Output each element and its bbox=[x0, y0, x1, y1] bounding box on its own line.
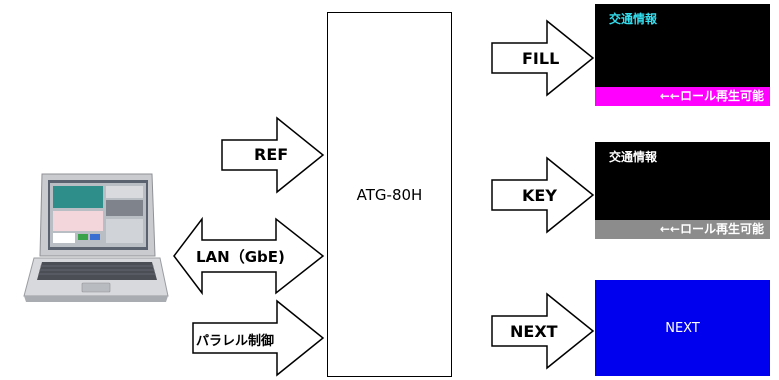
fill-screen-title: 交通情報 bbox=[609, 12, 658, 26]
fill-label: FILL bbox=[522, 49, 560, 68]
key-screen-ticker: ←←ロール再生可能 bbox=[595, 220, 770, 239]
key-label: KEY bbox=[522, 186, 557, 205]
next-arrow bbox=[491, 292, 595, 370]
next-screen-label: NEXT bbox=[665, 320, 700, 336]
parallel-arrow bbox=[192, 299, 325, 377]
parallel-label: パラレル制御 bbox=[196, 334, 275, 349]
next-output-screen: NEXT bbox=[595, 280, 770, 376]
key-screen-title: 交通情報 bbox=[609, 150, 658, 164]
fill-screen-ticker: ←←ロール再生可能 bbox=[595, 87, 770, 106]
device-label: ATG-80H bbox=[356, 185, 423, 204]
key-output-screen: 交通情報 ←←ロール再生可能 bbox=[595, 142, 770, 239]
lan-arrow bbox=[173, 216, 325, 296]
ref-label: REF bbox=[254, 145, 289, 164]
atg-device-box: ATG-80H bbox=[327, 12, 452, 377]
ref-arrow bbox=[221, 116, 325, 194]
laptop-icon bbox=[23, 173, 169, 302]
lan-label: LAN（GbE) bbox=[196, 248, 285, 266]
fill-output-screen: 交通情報 ←←ロール再生可能 bbox=[595, 4, 770, 106]
next-label: NEXT bbox=[510, 322, 558, 341]
key-arrow bbox=[491, 156, 595, 234]
fill-arrow bbox=[491, 19, 595, 97]
